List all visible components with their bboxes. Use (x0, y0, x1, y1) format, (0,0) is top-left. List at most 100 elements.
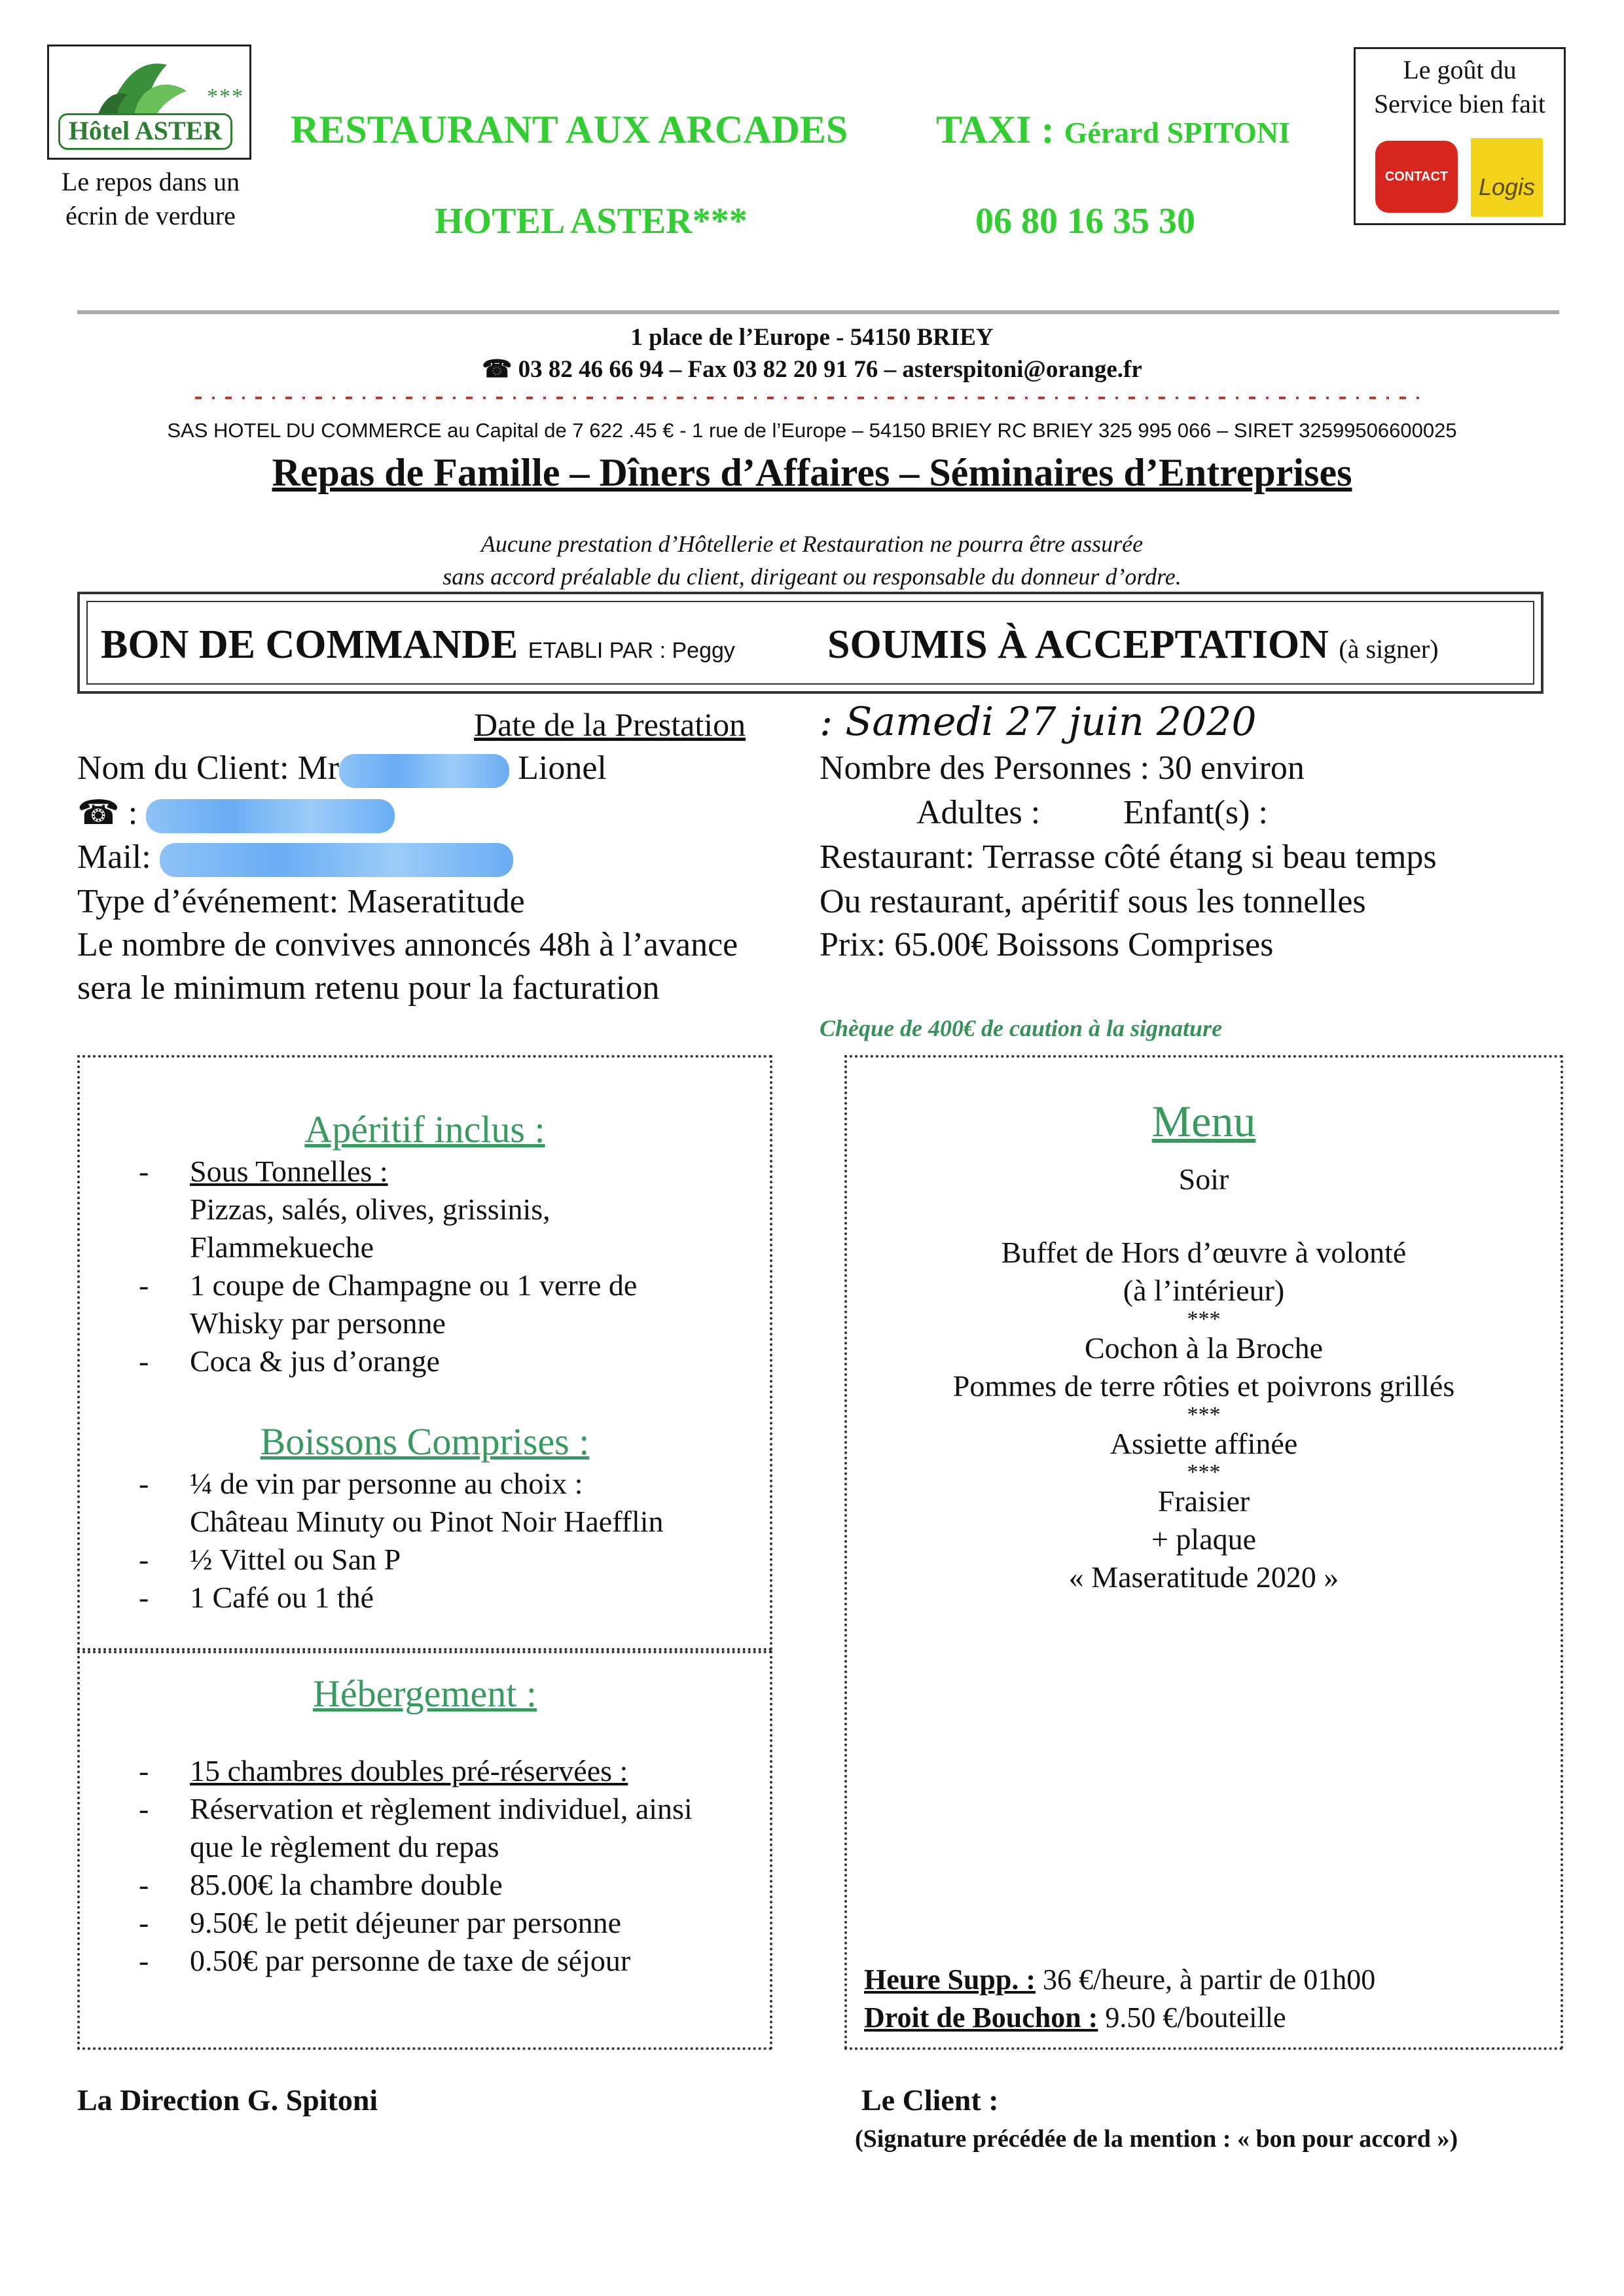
taxi-label: TAXI : Gérard SPITONI (936, 108, 1291, 151)
alternative-location: Ou restaurant, apéritif sous les tonnell… (820, 883, 1366, 920)
list-bullet: - (139, 1467, 149, 1500)
list-item: - 15 chambres doubles pré-réservées : (139, 1752, 770, 1790)
aperitif-list: -Sous Tonnelles :Pizzas, salés, olives, … (139, 1153, 770, 1380)
hotel-aster-logo: *** Hôtel ASTER (47, 45, 251, 160)
hotel-name: HOTEL ASTER*** (435, 201, 748, 242)
menu-separator: *** (1187, 1403, 1221, 1427)
decorative-dashed-divider (195, 397, 1426, 399)
convives-note-1: Le nombre de convives annoncés 48h à l’a… (77, 926, 738, 963)
aperitif-title: Apéritif inclus : (304, 1108, 545, 1151)
price: Prix: 65.00€ Boissons Comprises (820, 926, 1274, 963)
hebergement-box: Hébergement : - 15 chambres doubles pré-r… (77, 1651, 772, 2050)
list-bullet: - (139, 1581, 149, 1614)
list-item: - 0.50€ par personne de taxe de séjour (139, 1942, 770, 1980)
legal-line: SAS HOTEL DU COMMERCE au Capital de 7 62… (167, 419, 1457, 442)
partner-logos-box: Le goût du Service bien fait CONTACT HOT… (1354, 47, 1566, 256)
signature-note: (Signature précédée de la mention : « bo… (855, 2125, 1458, 2153)
redacted-name (339, 754, 510, 789)
list-item-line: que le règlement du repas (190, 1830, 499, 1863)
redacted-phone (146, 799, 395, 834)
direction-signature: La Direction G. Spitoni (77, 2083, 378, 2117)
contact-hotel-logo: CONTACT HOTEL (1375, 141, 1458, 256)
list-bullet: - (139, 1543, 149, 1576)
menu-buffet: Buffet de Hors d’œuvre à volonté (1001, 1236, 1407, 1269)
date-value: : Samedi 27 juin 2020 (820, 699, 1257, 745)
list-item-line: ¼ de vin par personne au choix : (190, 1467, 583, 1500)
order-title: BON DE COMMANDE ETABLI PAR : Peggy (101, 622, 735, 667)
list-item: - 85.00€ la chambre double (139, 1866, 770, 1904)
list-item-line: 85.00€ la chambre double (190, 1868, 503, 1901)
notice: Aucune prestation d’Hôtellerie et Restau… (442, 531, 1182, 590)
list-item-line: Château Minuty ou Pinot Noir Haefflin (190, 1505, 664, 1538)
menu-box: Menu Soir Buffet de Hors d’œuvre à volon… (844, 1055, 1563, 2050)
menu-buffet-note: (à l’intérieur) (1123, 1274, 1285, 1307)
list-item-line: ½ Vittel ou San P (190, 1543, 401, 1576)
acceptance-title: SOUMIS À ACCEPTATION (à signer) (827, 622, 1439, 667)
menu-title: Menu (1151, 1096, 1256, 1146)
redacted-mail (159, 843, 513, 878)
list-bullet: - (139, 1344, 149, 1378)
plant-icon (98, 63, 187, 114)
convives-note-2: sera le minimum retenu pour la facturati… (77, 969, 660, 1007)
list-bullet: - (139, 1944, 149, 1977)
list-item-line: 0.50€ par personne de taxe de séjour (190, 1944, 631, 1977)
client-name: Nom du Client: Mr Lionel (77, 749, 607, 789)
contact-line: ☎ 03 82 46 66 94 – Fax 03 82 20 91 76 – … (482, 356, 1142, 383)
list-item: - ½ Vittel ou San P (139, 1541, 770, 1579)
services-tagline: Repas de Famille – Dîners d’Affaires – S… (272, 451, 1352, 494)
boissons-title: Boissons Comprises : (260, 1420, 590, 1463)
list-item-line: Sous Tonnelles : (190, 1155, 388, 1188)
header-divider (77, 310, 1559, 314)
list-item: - 1 Café ou 1 thé (139, 1579, 770, 1617)
list-item: - 9.50€ le petit déjeuner par personne (139, 1904, 770, 1942)
hebergement-list: - 15 chambres doubles pré-réservées : - Rés… (139, 1752, 770, 1980)
list-bullet: - (139, 1906, 149, 1939)
menu-fraisier: Fraisier (1157, 1484, 1250, 1518)
menu-plaque: + plaque (1151, 1522, 1257, 1556)
menu-separator: *** (1187, 1307, 1221, 1331)
menu-pommes: Pommes de terre rôties et poivrons grill… (952, 1369, 1455, 1403)
client-phone: ☎ : (77, 793, 395, 834)
deposit-note: Chèque de 400€ de caution à la signature (820, 1015, 1223, 1041)
date-label: Date de la Prestation (474, 706, 746, 743)
list-bullet: - (139, 1792, 149, 1825)
aperitif-boissons-box: Apéritif inclus : -Sous Tonnelles :Pizza… (77, 1055, 772, 1651)
list-item-line: 9.50€ le petit déjeuner par personne (190, 1906, 622, 1939)
logis-logo: Logis (1471, 138, 1543, 217)
logo-tagline: Le repos dans un écrin de verdure (61, 167, 240, 230)
list-item-line: Réservation et règlement individuel, ain… (190, 1792, 693, 1825)
address-line: 1 place de l’Europe - 54150 BRIEY (630, 324, 994, 351)
persons-count: Nombre des Personnes : 30 environ (820, 749, 1305, 787)
list-bullet: - (139, 1868, 149, 1901)
list-item-line: 1 coupe de Champagne ou 1 verre de (190, 1268, 638, 1302)
established-by: ETABLI PAR : Peggy (528, 638, 735, 663)
list-item: - ¼ de vin par personne au choix : Château… (139, 1465, 770, 1541)
taxi-name: Gérard SPITONI (1064, 116, 1291, 149)
boissons-list: - ¼ de vin par personne au choix : Château… (139, 1465, 770, 1617)
hebergement-title: Hébergement : (313, 1672, 537, 1715)
client-signature: Le Client : (861, 2083, 999, 2117)
adults-label: Adultes : (916, 794, 1041, 831)
menu-separator: *** (1187, 1460, 1221, 1484)
list-item: - Réservation et règlement individuel, ai… (139, 1790, 770, 1866)
client-mail: Mail: (77, 838, 513, 878)
order-form-banner: BON DE COMMANDE ETABLI PAR : Peggy SOUMI… (77, 592, 1543, 694)
list-item-line: 1 Café ou 1 thé (190, 1581, 374, 1614)
menu-cochon: Cochon à la Broche (1084, 1331, 1324, 1365)
list-item-line: Flammekueche (190, 1230, 374, 1264)
menu-soir: Soir (1178, 1162, 1229, 1196)
list-item: - Coca & jus d’orange (139, 1342, 770, 1380)
event-type: Type d’événement: Maseratitude (77, 883, 525, 920)
list-item-line: Coca & jus d’orange (190, 1344, 440, 1378)
list-item-line: 15 chambres doubles pré-réservées : (190, 1754, 628, 1787)
list-bullet: - (139, 1754, 149, 1787)
children-label: Enfant(s) : (1123, 794, 1268, 831)
restaurant-location: Restaurant: Terrasse côté étang si beau … (820, 838, 1437, 876)
taxi-phone: 06 80 16 35 30 (975, 201, 1195, 242)
restaurant-name: RESTAURANT AUX ARCADES (291, 108, 848, 151)
list-item: -Sous Tonnelles :Pizzas, salés, olives, … (139, 1153, 770, 1266)
list-bullet: - (139, 1268, 149, 1302)
menu-maseratitude: « Maseratitude 2020 » (1068, 1560, 1339, 1594)
logo-text: Hôtel ASTER (58, 113, 232, 150)
